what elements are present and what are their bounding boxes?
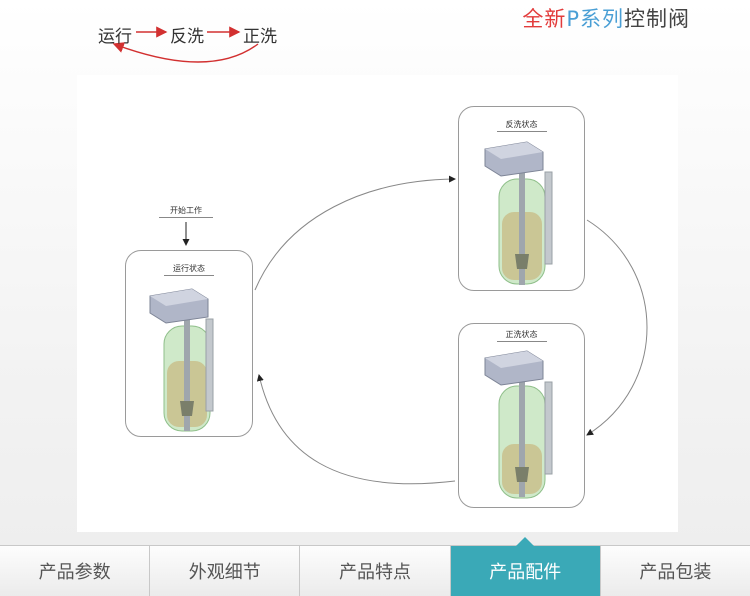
title-part-series: P系列 (566, 7, 624, 31)
running-state-card: 运行状态 (125, 250, 253, 437)
process-flow: 运行 反洗 正洗 (98, 20, 318, 70)
running-state-label: 运行状态 (173, 264, 205, 273)
tab-product-packaging[interactable]: 产品包装 (600, 546, 750, 596)
page-title: 全新P系列控制阀 (522, 3, 690, 33)
flow-return-arrow (112, 42, 259, 63)
start-underline (159, 217, 213, 218)
valve-tank-illustration (149, 288, 214, 432)
valve-tank-illustration (484, 350, 553, 499)
tab-appearance-details[interactable]: 外观细节 (150, 546, 301, 596)
tab-product-parameters[interactable]: 产品参数 (0, 546, 151, 596)
flow-arrows (112, 26, 259, 63)
valve-tank-illustration (484, 141, 553, 285)
running-underline (164, 275, 214, 276)
start-label: 开始工作 (170, 206, 202, 215)
rinse-state-label: 正洗状态 (505, 330, 538, 339)
rinse-underline (497, 341, 547, 342)
backwash-underline (497, 131, 547, 132)
title-part-valve: 控制阀 (624, 7, 690, 31)
backwash-state-label: 反洗状态 (505, 120, 538, 129)
cycle-arrows (182, 175, 648, 485)
tab-product-accessories[interactable]: 产品配件 (450, 537, 601, 596)
rinse-state-card: 正洗状态 (458, 323, 585, 508)
title-part-new: 全新 (522, 7, 567, 31)
flow-step-rinse: 正洗 (243, 27, 277, 47)
flow-step-run: 运行 (98, 27, 132, 47)
flow-step-backwash: 反洗 (170, 27, 204, 47)
backwash-state-card: 反洗状态 (458, 106, 585, 291)
product-tab-bar: 产品参数 外观细节 产品特点 产品配件 产品包装 (0, 537, 750, 596)
valve-cycle-diagram: 开始工作 运行状态 反洗状态 正洗状态 (77, 75, 678, 532)
tab-product-features[interactable]: 产品特点 (300, 546, 451, 596)
